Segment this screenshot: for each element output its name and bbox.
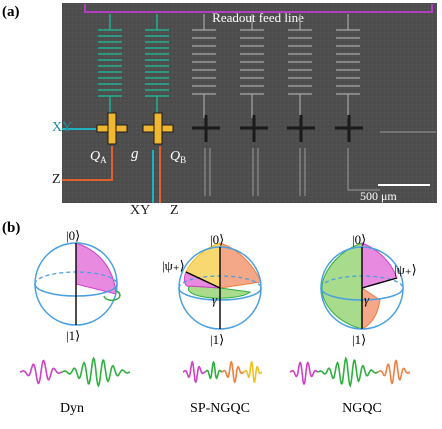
z-bottom-label: Z [170,203,179,218]
pulse-ngqc [289,356,411,388]
xy-left-label: XY [52,120,72,135]
ngqc-ket0: |0⟩ [352,232,366,247]
ngqc-psi: |ψ₊⟩ [394,262,417,277]
caption-sp-ngqc: SP-NGQC [190,401,250,416]
bloch-sphere-dyn: |0⟩ |1⟩ [34,228,121,343]
scale-bar-label: 500 μm [360,189,397,203]
qubit-qa [96,112,128,145]
ngqc-ket1: |1⟩ [352,332,366,347]
coupler-label: g [131,146,139,162]
dyn-pink-wedge [75,242,117,295]
chip-micrograph: Readout feed line [62,3,437,203]
z-line-left [62,146,113,181]
flux-lines-grey [204,131,436,196]
bloch-sphere-ngqc: |0⟩ |ψ₊⟩ γ |1⟩ [320,232,417,347]
ngqc-gamma: γ [364,292,370,307]
qb-label: QB [170,149,186,165]
sp-ngqc-ket0: |0⟩ [210,232,224,247]
pulse-sp-ngqc [182,360,263,384]
sp-ngqc-psi: |ψ₊⟩ [162,258,185,273]
caption-ngqc: NGQC [342,401,382,416]
bloch-sphere-sp-ngqc: |0⟩ |ψ₊⟩ γ |1⟩ [162,232,262,347]
qa-label: QA [90,149,107,165]
xy-bottom-label: XY [130,203,150,218]
dyn-ket0: |0⟩ [66,228,80,243]
caption-dyn: Dyn [60,401,84,416]
sp-ngqc-ket1: |1⟩ [210,332,224,347]
readout-feed-line [84,4,433,13]
panel-a-label: (a) [2,4,20,20]
resonators-grey [192,14,360,118]
pulse-dyn [19,356,131,388]
sp-ngqc-gamma: γ [212,292,218,307]
z-left-label: Z [52,172,61,187]
feed-line-label: Readout feed line [212,10,304,25]
panel-b-label: (b) [2,220,20,236]
dyn-ket1: |1⟩ [66,328,80,343]
qubit-qb [142,112,174,145]
qubits-grey [192,115,363,142]
